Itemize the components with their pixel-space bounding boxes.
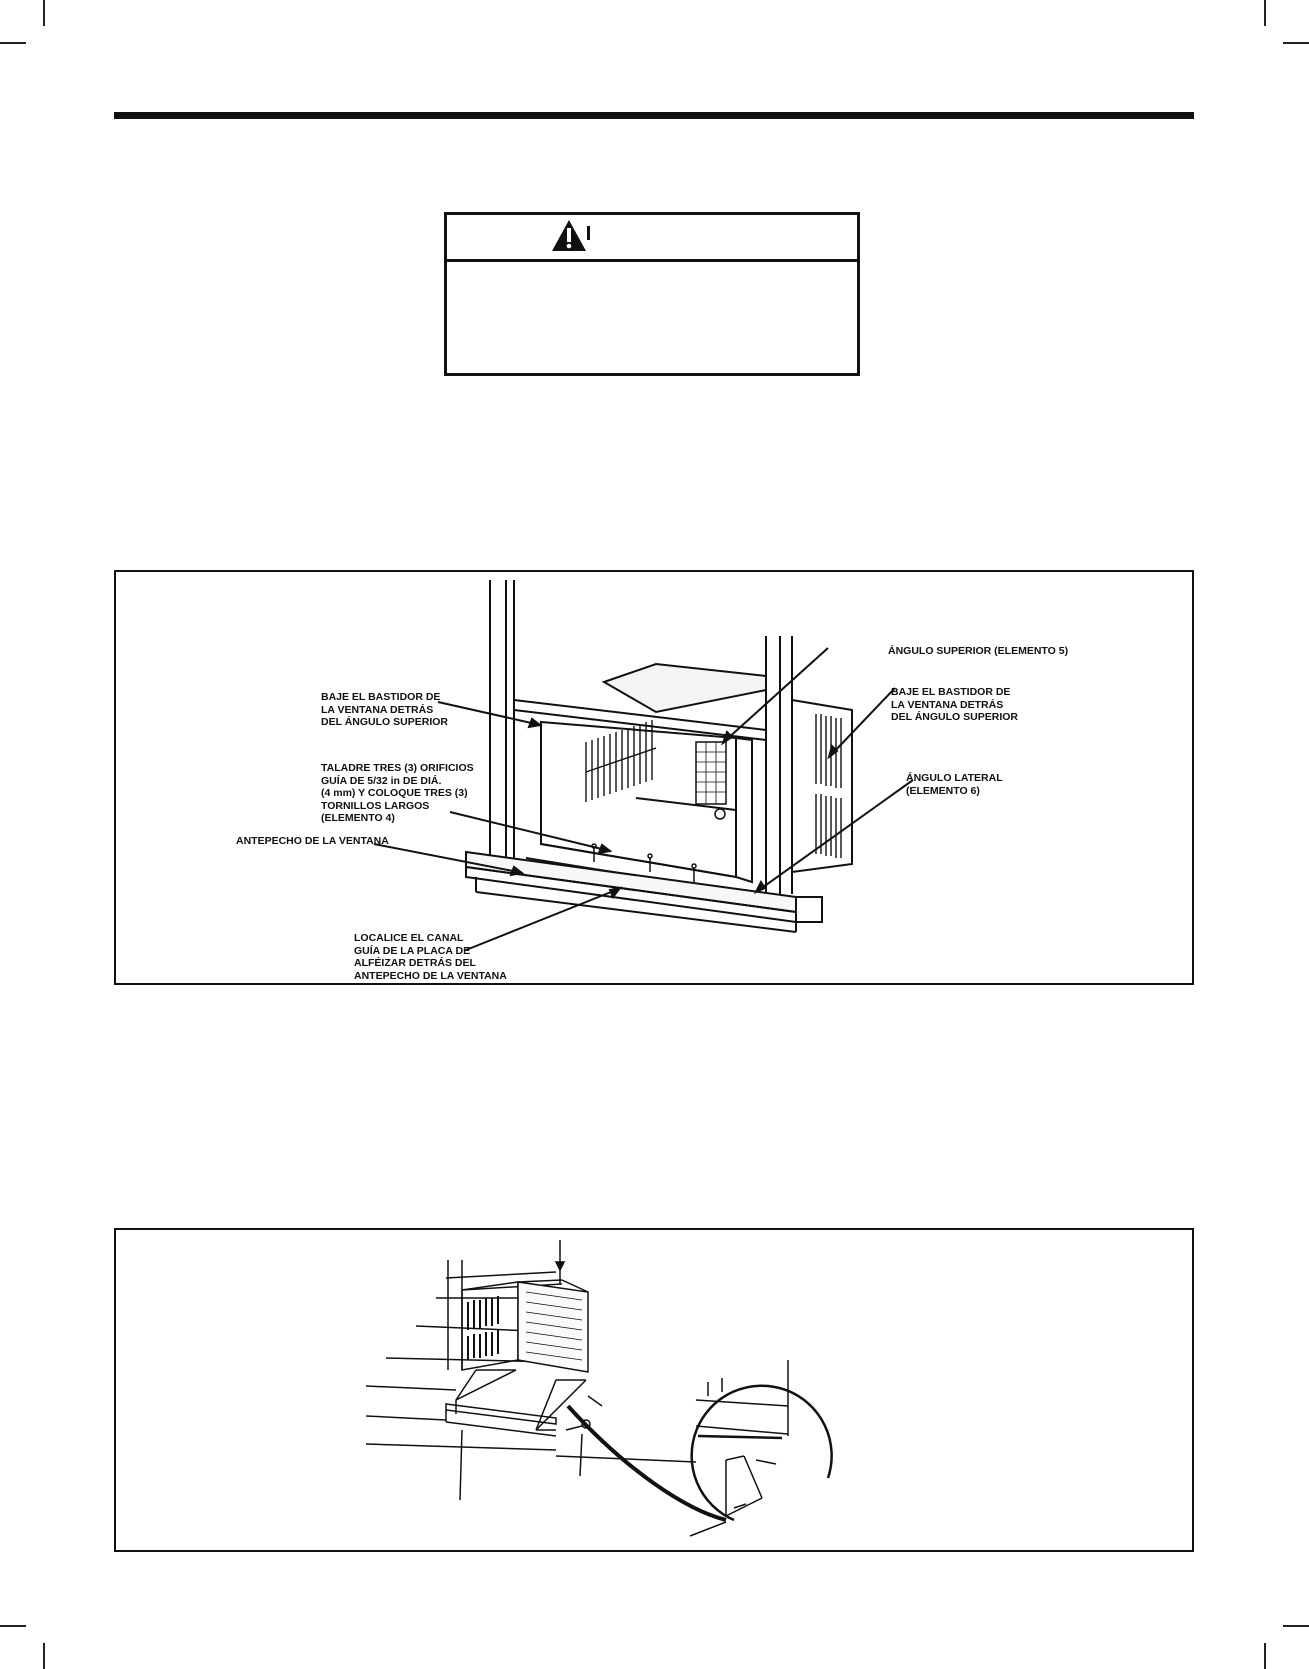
warning-box [444, 212, 860, 376]
crop-mark [1264, 1643, 1266, 1669]
warning-header [447, 215, 857, 262]
label-side-angle: ÁNGULO LATERAL (ELEMENTO 6) [906, 772, 1003, 797]
crop-mark [1283, 42, 1309, 44]
label-window-stool: ANTEPECHO DE LA VENTANA [236, 835, 389, 847]
crop-mark [0, 1625, 26, 1627]
label-top-angle: ÁNGULO SUPERIOR (ELEMENTO 5) [888, 645, 1069, 657]
crop-mark [43, 1643, 45, 1669]
installation-figure-support-bracket [114, 1228, 1194, 1552]
support-bracket-illustration [365, 1240, 833, 1537]
crop-mark [0, 42, 26, 44]
crop-mark [1283, 1625, 1309, 1627]
label-lower-sash-right: BAJE EL BASTIDOR DE LA VENTANA DETRÁS DE… [891, 686, 1018, 723]
warning-triangle-icon [552, 220, 590, 251]
label-sill-channel: LOCALICE EL CANAL GUÍA DE LA PLACA DE AL… [354, 932, 507, 982]
header-rule [114, 112, 1194, 119]
crop-mark [43, 0, 45, 26]
label-drill-screws: TALADRE TRES (3) ORIFICIOS GUÍA DE 5/32 … [321, 762, 474, 824]
installation-figure-window: ÁNGULO SUPERIOR (ELEMENTO 5) BAJE EL BAS… [114, 570, 1194, 985]
crop-mark [1264, 0, 1266, 26]
window-unit-illustration [373, 580, 914, 951]
label-lower-sash-left: BAJE EL BASTIDOR DE LA VENTANA DETRÁS DE… [321, 691, 448, 728]
